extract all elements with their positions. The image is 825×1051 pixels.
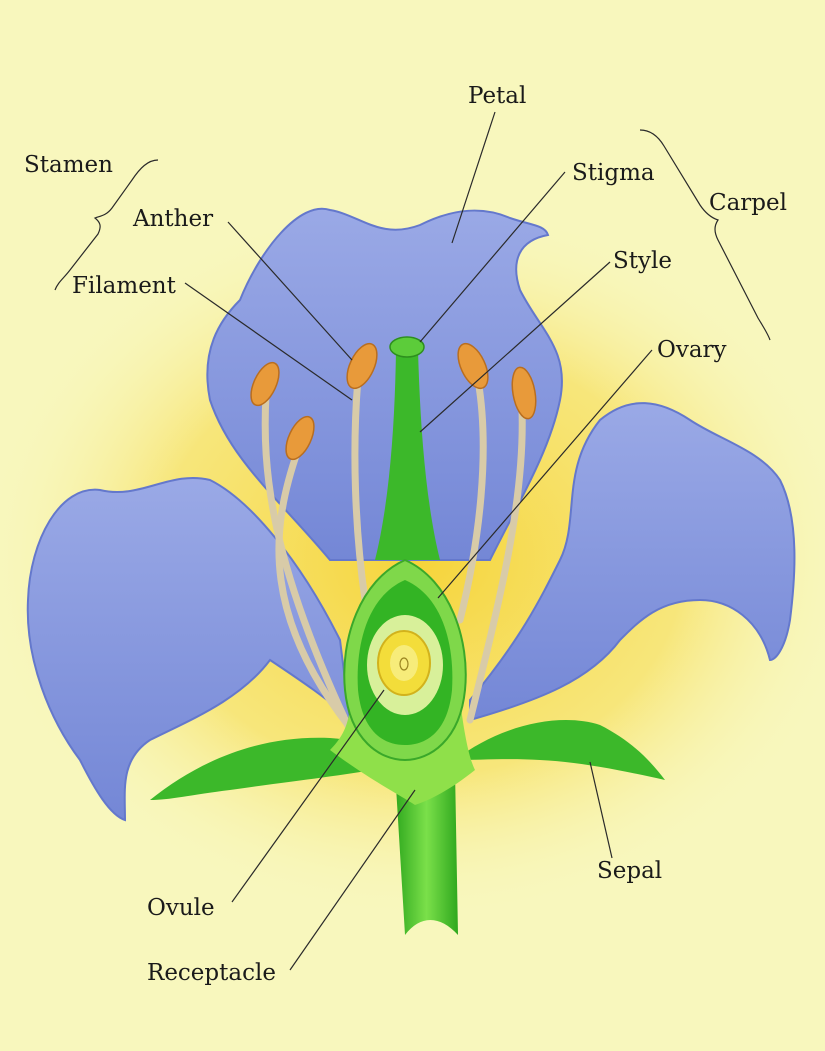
label-stamen: Stamen xyxy=(24,152,113,178)
label-filament: Filament xyxy=(72,273,177,299)
right-sepal xyxy=(455,720,665,780)
style xyxy=(375,350,440,560)
anthers xyxy=(250,342,537,461)
stem xyxy=(395,770,458,935)
label-carpel: Carpel xyxy=(709,190,787,216)
back-petal xyxy=(206,207,563,561)
stamen-bracket xyxy=(54,159,159,291)
left-petal xyxy=(26,476,352,822)
leader-lines xyxy=(54,111,771,971)
label-sepal: Sepal xyxy=(597,858,662,884)
stigma xyxy=(389,336,425,358)
label-style: Style xyxy=(613,248,672,274)
filaments xyxy=(261,374,526,744)
label-petal: Petal xyxy=(468,83,526,109)
right-petal xyxy=(469,402,796,722)
label-ovule: Ovule xyxy=(147,895,215,921)
label-receptacle: Receptacle xyxy=(147,960,276,986)
pistil xyxy=(330,336,475,805)
label-ovary: Ovary xyxy=(657,337,727,363)
label-anther: Anther xyxy=(132,206,213,232)
label-stigma: Stigma xyxy=(572,160,655,186)
carpel-bracket xyxy=(639,129,771,341)
